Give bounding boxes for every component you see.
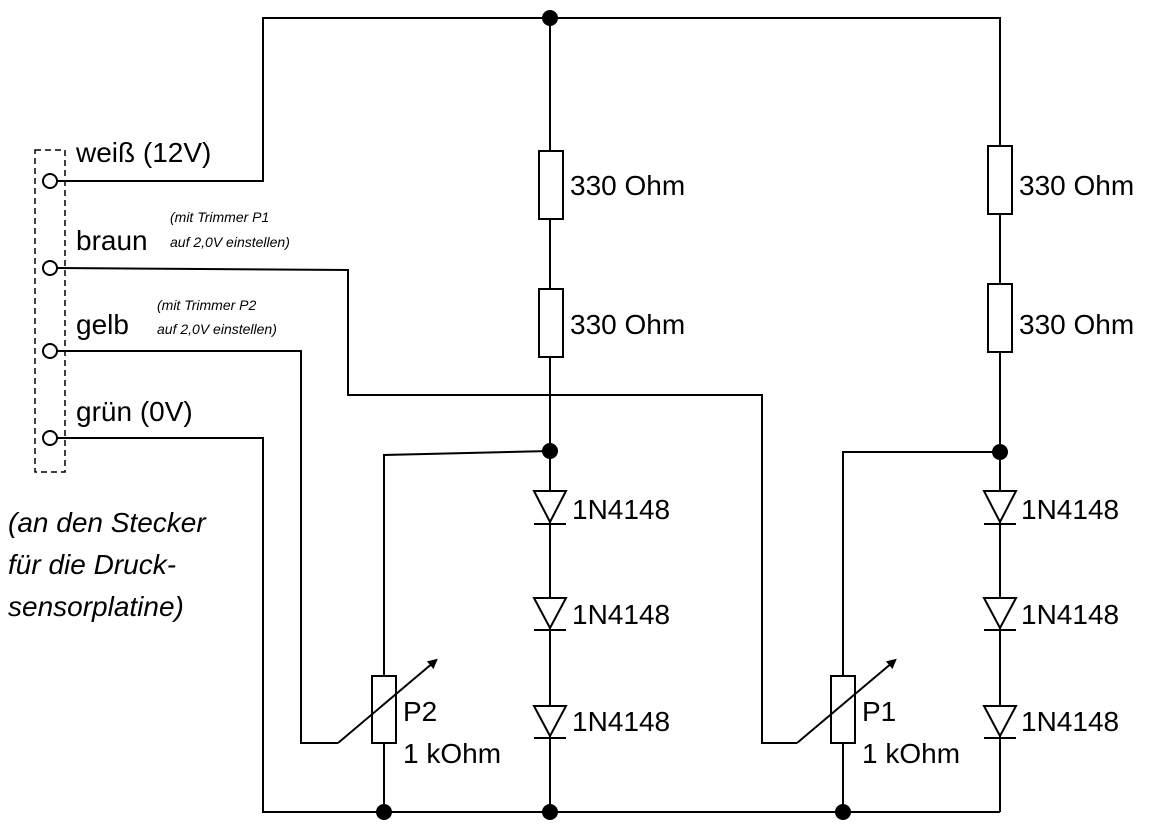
junction-dot bbox=[542, 804, 558, 820]
caption-line-2: für die Druck- bbox=[8, 549, 176, 580]
note-brown-line2: auf 2,0V einstellen) bbox=[170, 234, 290, 250]
label-trimmer-p2-name: P2 bbox=[403, 696, 437, 727]
junction-dot bbox=[992, 444, 1008, 460]
resistors bbox=[538, 145, 1013, 358]
junction-dot bbox=[376, 804, 392, 820]
diode-right-2 bbox=[982, 597, 1018, 631]
label-diode-left-2: 1N4148 bbox=[572, 599, 670, 630]
diodes bbox=[532, 490, 1018, 739]
wire-p1-top bbox=[842, 451, 1000, 676]
junction-dot bbox=[542, 443, 558, 459]
note-brown-line1: (mit Trimmer P1 bbox=[170, 209, 269, 225]
diode-right-3 bbox=[982, 705, 1018, 739]
label-diode-right-1: 1N4148 bbox=[1021, 494, 1119, 525]
caption-line-3: sensorplatine) bbox=[8, 591, 184, 622]
note-yellow-line2: auf 2,0V einstellen) bbox=[157, 321, 277, 337]
resistor-right-2 bbox=[987, 283, 1013, 353]
label-resistor-right-1: 330 Ohm bbox=[1019, 170, 1134, 201]
label-green-wire: grün (0V) bbox=[76, 396, 193, 427]
trimmer-p2-body bbox=[371, 675, 397, 744]
junctions bbox=[376, 10, 1008, 820]
label-diode-left-3: 1N4148 bbox=[572, 706, 670, 737]
label-diode-right-2: 1N4148 bbox=[1021, 599, 1119, 630]
trimmer-p2-arrow bbox=[337, 658, 438, 744]
diode-right-1 bbox=[982, 490, 1018, 525]
pin-white bbox=[42, 173, 58, 189]
diode-left-2 bbox=[532, 597, 568, 631]
label-brown-wire: braun bbox=[76, 225, 148, 256]
connector bbox=[34, 149, 66, 473]
resistor-left-1 bbox=[538, 150, 564, 220]
diode-left-3 bbox=[532, 705, 568, 739]
wire-brown bbox=[56, 267, 797, 744]
pin-yellow bbox=[42, 343, 58, 359]
trimmer-p1 bbox=[796, 658, 897, 744]
wire-p2-top bbox=[383, 450, 551, 676]
label-yellow-wire: gelb bbox=[76, 309, 129, 340]
wire-yellow bbox=[57, 350, 338, 744]
label-resistor-left-1: 330 Ohm bbox=[570, 170, 685, 201]
label-resistor-right-2: 330 Ohm bbox=[1019, 309, 1134, 340]
pin-green bbox=[42, 430, 58, 446]
trimmer-p1-arrow bbox=[796, 658, 897, 744]
resistor-right-1 bbox=[987, 145, 1013, 215]
wire-ground bbox=[57, 437, 1000, 813]
label-diode-left-1: 1N4148 bbox=[572, 494, 670, 525]
label-white-wire: weiß (12V) bbox=[75, 137, 211, 168]
caption-line-1: (an den Stecker bbox=[8, 507, 207, 538]
trimmer-p2 bbox=[337, 658, 438, 744]
connector-outline bbox=[34, 149, 66, 473]
junction-dot bbox=[542, 10, 558, 26]
pin-brown bbox=[42, 260, 58, 276]
resistor-left-2 bbox=[538, 288, 564, 358]
junction-dot bbox=[835, 804, 851, 820]
note-yellow-line1: (mit Trimmer P2 bbox=[157, 297, 256, 313]
label-diode-right-3: 1N4148 bbox=[1021, 706, 1119, 737]
wire-12v bbox=[57, 17, 1001, 182]
trimmer-p1-body bbox=[830, 675, 856, 744]
diode-left-1 bbox=[532, 490, 568, 525]
label-trimmer-p1-value: 1 kOhm bbox=[862, 738, 960, 769]
label-trimmer-p2-value: 1 kOhm bbox=[403, 738, 501, 769]
label-trimmer-p1-name: P1 bbox=[862, 696, 896, 727]
label-resistor-left-2: 330 Ohm bbox=[570, 309, 685, 340]
